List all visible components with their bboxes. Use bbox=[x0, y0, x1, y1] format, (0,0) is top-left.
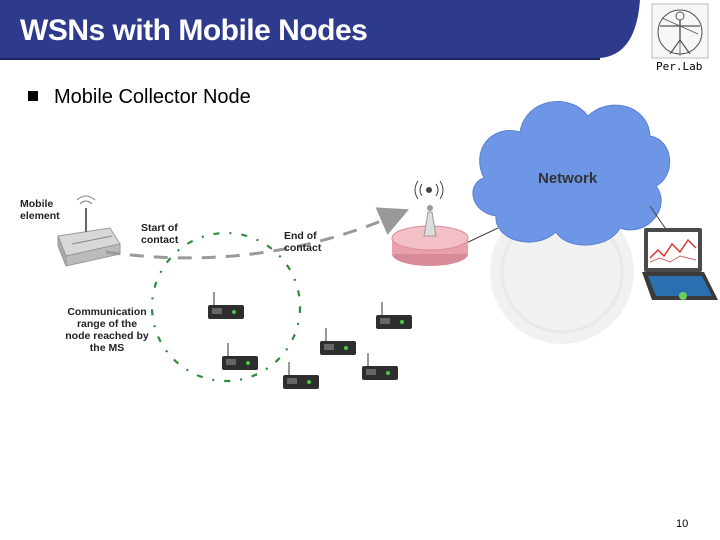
title-bar bbox=[0, 0, 640, 60]
label-end-of-contact: End of contact bbox=[284, 230, 322, 254]
mobile-element-icon bbox=[57, 195, 121, 267]
logo-text: Per.Lab bbox=[656, 60, 703, 73]
wireless-signal-icon bbox=[414, 180, 444, 200]
communication-range-circle bbox=[150, 231, 302, 383]
sensor-node-icons bbox=[208, 292, 412, 389]
label-mobile-element: Mobile element bbox=[20, 198, 60, 222]
bullet-item: Mobile Collector Node bbox=[28, 86, 251, 109]
bullet-text: Mobile Collector Node bbox=[54, 86, 251, 108]
slide-title: WSNs with Mobile Nodes bbox=[20, 14, 368, 47]
label-communication-range: Communication range of the node reached … bbox=[65, 306, 149, 354]
bullet-square-icon bbox=[28, 91, 38, 101]
perlab-logo bbox=[651, 3, 709, 59]
base-station-icon bbox=[391, 205, 469, 266]
label-network: Network bbox=[538, 170, 598, 187]
laptop-icon bbox=[642, 228, 718, 300]
label-start-of-contact: Start of contact bbox=[141, 222, 179, 246]
page-number: 10 bbox=[676, 518, 689, 530]
network-cloud bbox=[472, 101, 670, 246]
mobile-trajectory-arrow bbox=[105, 207, 410, 260]
